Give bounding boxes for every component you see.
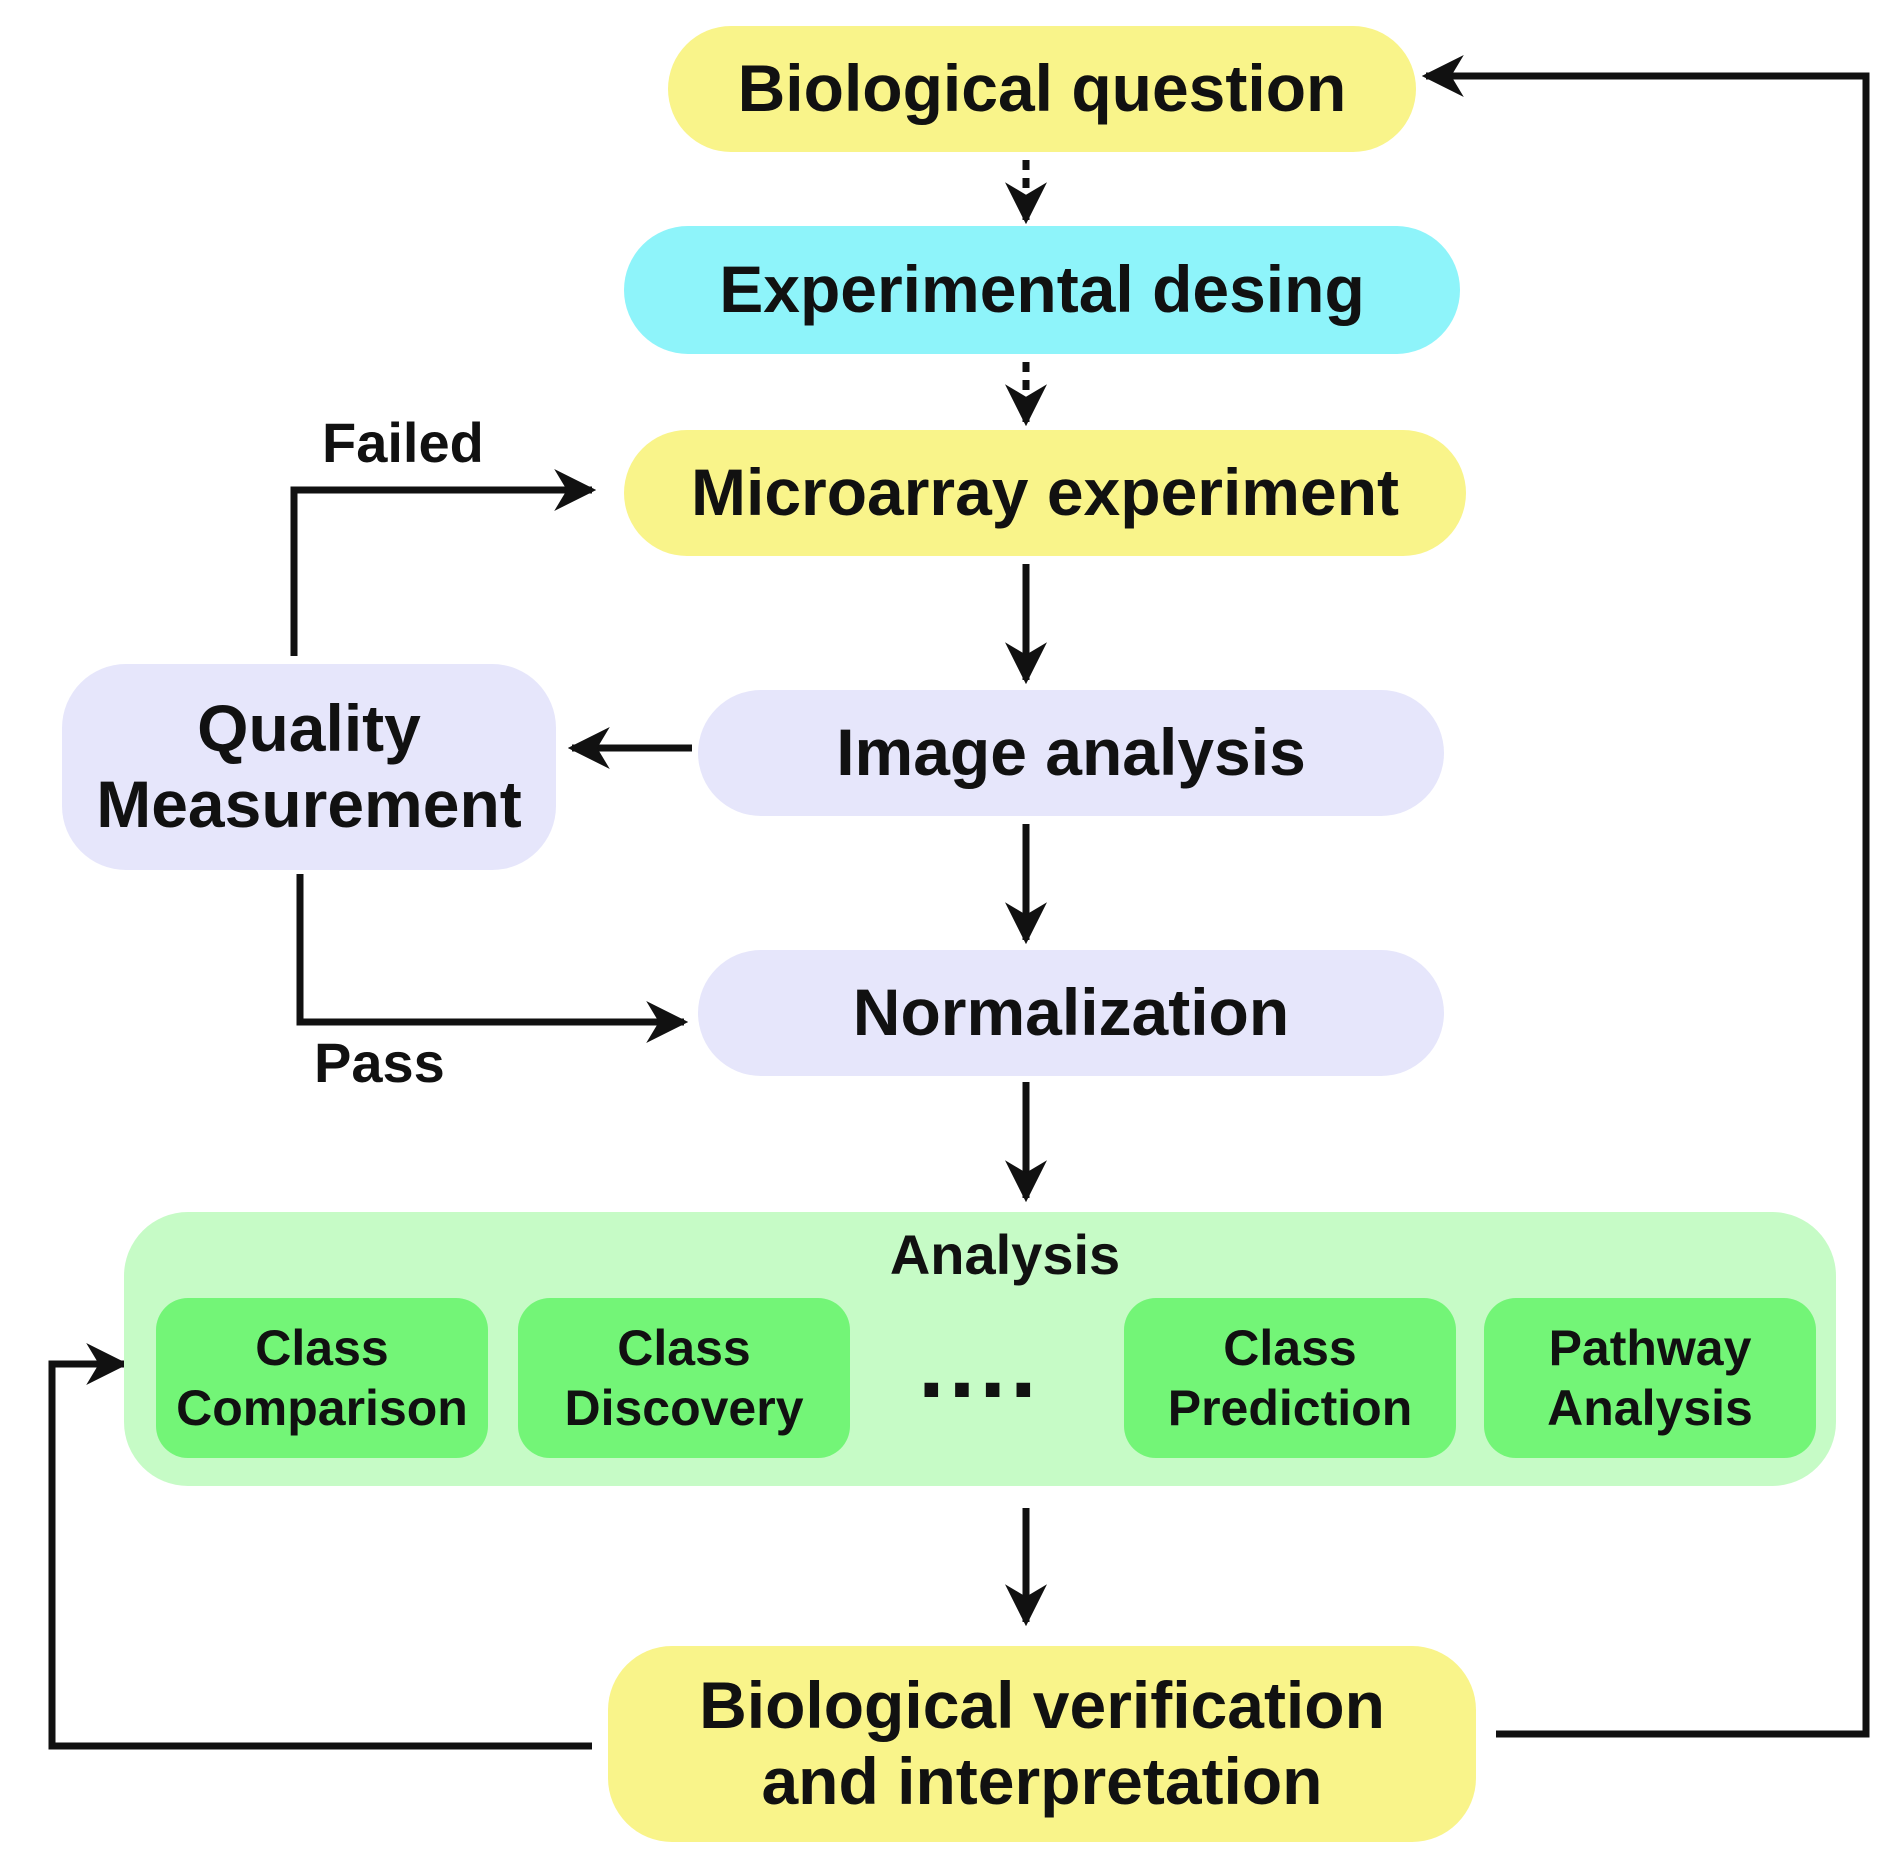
node-experimental-design: Experimental desing [624,226,1460,354]
edge-verification-to-question [1421,55,1870,1738]
node-label-line-2: Measurement [96,767,522,841]
edge-label-pass: Pass [314,1031,445,1094]
method-class-comparison: Class Comparison [156,1298,488,1458]
node-label-line-2: and interpretation [761,1744,1323,1818]
method-label-line-1: Class [255,1320,389,1376]
edge-label-failed: Failed [322,411,484,474]
node-label-line-1: Biological verification [699,1668,1385,1743]
method-label-line-1: Pathway [1548,1320,1752,1376]
edge-quality-pass [296,874,689,1043]
edge-verification-to-analysis [48,1343,592,1750]
methods-ellipsis: .... [918,1311,1041,1418]
node-label: Biological question [737,51,1347,126]
node-label: Microarray experiment [691,455,1399,530]
method-class-discovery: Class Discovery [518,1298,850,1458]
node-biological-verification: Biological verification and interpretati… [608,1646,1476,1842]
method-label-line-2: Discovery [564,1380,804,1436]
node-quality-measurement: Quality Measurement [62,664,556,870]
method-label-line-2: Analysis [1547,1380,1753,1436]
node-label: Experimental desing [719,252,1365,327]
method-label-line-2: Prediction [1167,1380,1413,1436]
method-label-line-1: Class [617,1320,751,1376]
node-label-line-1: Quality [197,691,421,766]
analysis-title: Analysis [889,1223,1121,1286]
node-label: Image analysis [836,715,1306,790]
edge-quality-failed [290,469,597,656]
node-normalization: Normalization [698,950,1444,1076]
method-pathway-analysis: Pathway Analysis [1484,1298,1816,1458]
node-microarray-experiment: Microarray experiment [624,430,1466,556]
node-biological-question: Biological question [668,26,1416,152]
node-label: Normalization [852,975,1290,1050]
method-label-line-2: Comparison [176,1380,468,1436]
method-label-line-1: Class [1223,1320,1357,1376]
method-class-prediction: Class Prediction [1124,1298,1456,1458]
node-image-analysis: Image analysis [698,690,1444,816]
